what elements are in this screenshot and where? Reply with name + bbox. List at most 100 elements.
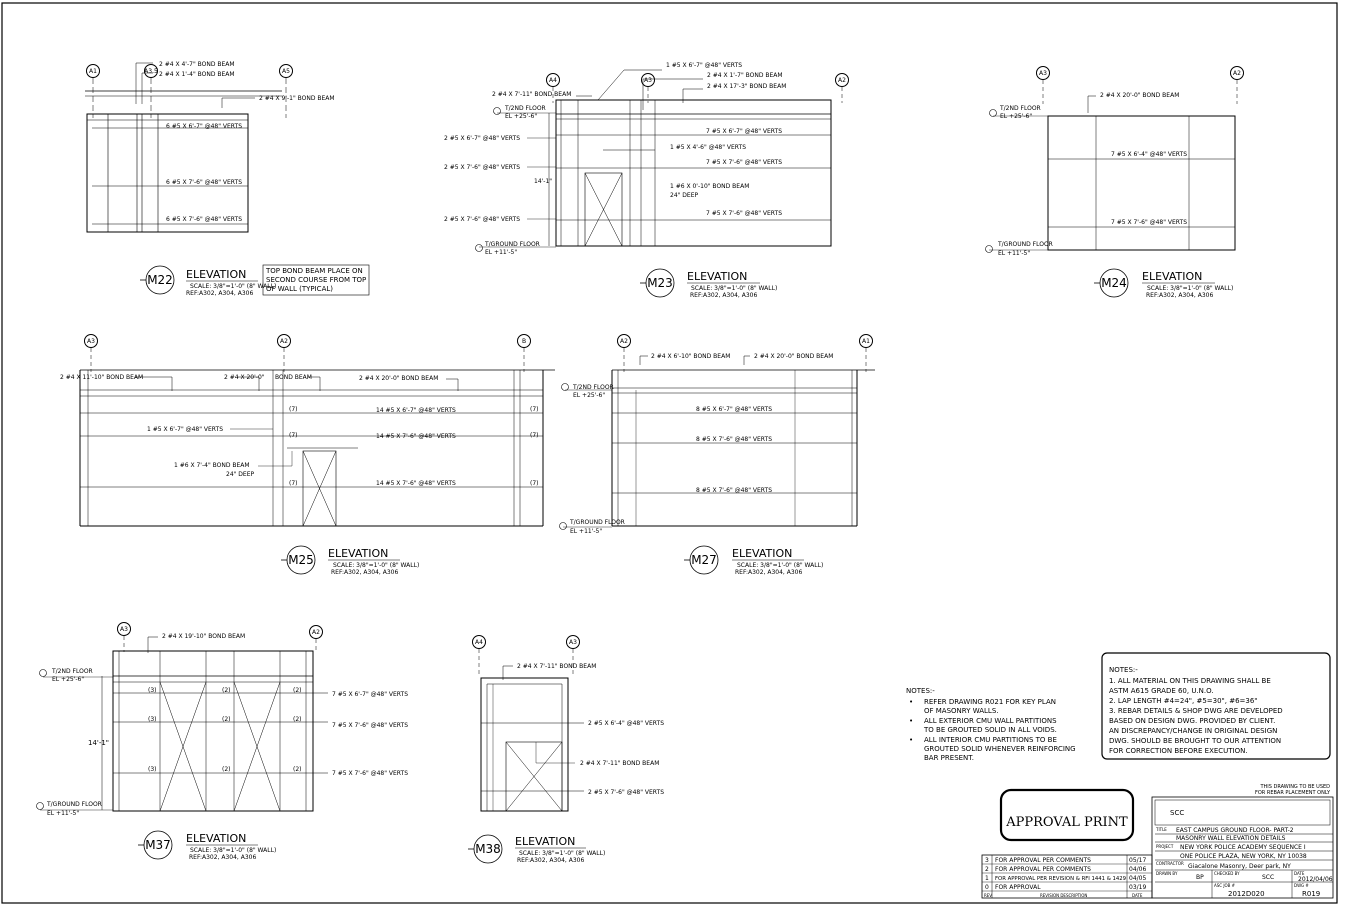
- vert-label: 1 #5 X 6'-7" @48" VERTS: [147, 426, 223, 433]
- bond-beam-label: 2 #4 X 7'-11" BOND BEAM: [580, 760, 659, 767]
- floor-elevation: EL +25'-6": [1000, 113, 1032, 120]
- grid-bubble: A4: [549, 77, 557, 84]
- vert-label: 7 #5 X 7'-6" @48" VERTS: [332, 770, 408, 777]
- elevation-m24: A3 A2 2 #4 X 20'-0" BOND BEAM T/2ND FLOO…: [985, 66, 1244, 299]
- revision-description: FOR APPROVAL PER COMMENTS: [995, 866, 1091, 873]
- bar-count-mark: (2): [222, 766, 231, 773]
- notes-title: NOTES:-: [1109, 666, 1138, 674]
- floor-elevation: EL +11'-5": [570, 528, 602, 535]
- grid-bubble: A1: [862, 338, 870, 345]
- stamp-text: APPROVAL PRINT: [1005, 815, 1128, 830]
- revision-description: FOR APPROVAL PER COMMENTS: [995, 857, 1091, 864]
- elevation-m22: A1 A3.5 A5 2 #4 X 4'-7" BOND BEAM 2 #4 X…: [85, 61, 370, 297]
- ref-label: REF:A302, A304, A306: [189, 854, 256, 861]
- vert-label: 6 #5 X 7'-6" @48" VERTS: [166, 179, 242, 186]
- bar-count-mark: (2): [222, 716, 231, 723]
- vert-label: 7 #5 X 6'-7" @48" VERTS: [706, 128, 782, 135]
- revision-date: 04/05: [1129, 875, 1146, 882]
- scale-label: SCALE: 3/8"=1'-0" (8" WALL): [691, 285, 777, 292]
- bar-count-mark: (3): [148, 687, 157, 694]
- vert-label: 1 #5 X 6'-7" @48" VERTS: [666, 62, 742, 69]
- elevation-id: M25: [288, 553, 314, 567]
- field-label: DATE: [1294, 871, 1305, 876]
- column-header: REVISION DESCRIPTION: [1040, 893, 1087, 898]
- bond-beam-label: BOND BEAM: [275, 374, 312, 381]
- bond-beam-label: 2 #4 X 20'-0" BOND BEAM: [1100, 92, 1179, 99]
- field-label: CONTRACTOR: [1156, 861, 1184, 866]
- bar-count-mark: (7): [530, 480, 539, 487]
- bar-count-mark: (3): [148, 766, 157, 773]
- elevation-id: M22: [147, 273, 173, 287]
- revision-number: 2: [985, 866, 989, 873]
- project-name: NEW YORK POLICE ACADEMY SEQUENCE I: [1180, 844, 1306, 851]
- bond-beam-label: 1 #6 X 7'-4" BOND BEAM: [174, 462, 250, 469]
- drawn-by: BP: [1196, 874, 1204, 881]
- vert-label: 7 #5 X 7'-6" @48" VERTS: [706, 210, 782, 217]
- vert-label: 7 #5 X 6'-4" @48" VERTS: [1111, 151, 1187, 158]
- depth-label: 24" DEEP: [226, 471, 255, 478]
- note-text: OF WALL (TYPICAL): [266, 285, 333, 293]
- note-text: SECOND COURSE FROM TOP: [266, 276, 366, 284]
- note-line: AN DISCREPANCY/CHANGE IN ORIGINAL DESIGN: [1109, 727, 1277, 735]
- vert-label: 6 #5 X 7'-6" @48" VERTS: [166, 216, 242, 223]
- grid-bubble: A5: [282, 68, 290, 75]
- elevation-id: M23: [647, 276, 673, 290]
- note-line: 2. LAP LENGTH #4=24", #5=30", #6=36": [1109, 697, 1258, 705]
- elevation-m27: A2 A1 2 #4 X 6'-10" BOND BEAM 2 #4 X 20'…: [559, 334, 875, 576]
- bond-beam-label: 2 #4 X 6'-10" BOND BEAM: [651, 353, 730, 360]
- bar-count-mark: (7): [530, 406, 539, 413]
- bond-beam-label: 2 #4 X 1'-7" BOND BEAM: [707, 72, 783, 79]
- elevation-id: M27: [691, 553, 717, 567]
- revision-date: 04/06: [1129, 866, 1146, 873]
- grid-bubble: A3.5: [144, 68, 158, 75]
- revision-date: 03/19: [1129, 884, 1146, 891]
- floor-label: T/GROUND FLOOR: [569, 519, 625, 526]
- elevation-title: ELEVATION: [186, 832, 246, 845]
- ref-label: REF:A302, A304, A306: [735, 569, 802, 576]
- ref-label: REF:A302, A304, A306: [186, 290, 253, 297]
- grid-bubble: B: [522, 338, 526, 345]
- ref-label: REF:A302, A304, A306: [690, 292, 757, 299]
- bar-count-mark: (7): [530, 432, 539, 439]
- material-notes: NOTES:- 1. ALL MATERIAL ON THIS DRAWING …: [1101, 652, 1331, 760]
- vert-label: 14 #5 X 6'-7" @48" VERTS: [376, 407, 456, 414]
- elevation-m25: A3 A2 B 2 #4 X 11'-10" BOND BEAM 2 #4 X …: [60, 334, 555, 576]
- bond-beam-label: 2 #4 X 7'-11" BOND BEAM: [517, 663, 596, 670]
- vert-label: 7 #5 X 6'-7" @48" VERTS: [332, 691, 408, 698]
- revision-date: 05/17: [1129, 857, 1146, 864]
- elevation-id: M38: [475, 842, 501, 856]
- scale-label: SCALE: 3/8"=1'-0" (8" WALL): [519, 850, 605, 857]
- floor-elevation: EL +11'-5": [47, 810, 79, 817]
- scale-label: SCALE: 3/8"=1'-0" (8" WALL): [1147, 285, 1233, 292]
- bond-beam-label: 2 #4 X 9'-1" BOND BEAM: [259, 95, 335, 102]
- grid-bubble: A4: [475, 639, 483, 646]
- grid-bubble: A2: [280, 338, 288, 345]
- note-line: 3. REBAR DETAILS & SHOP DWG ARE DEVELOPE…: [1109, 707, 1283, 715]
- floor-elevation: EL +25'-6": [573, 392, 605, 399]
- vert-label: 2 #5 X 6'-4" @48" VERTS: [588, 720, 664, 727]
- note-line: GROUTED SOLID WHENEVER REINFORCING: [924, 745, 1076, 753]
- bond-beam-label: 2 #4 X 17'-3" BOND BEAM: [707, 83, 786, 90]
- bond-beam-label: 1 #6 X 0'-10" BOND BEAM: [670, 183, 749, 190]
- revision-number: 3: [985, 857, 989, 864]
- floor-label: T/2ND FLOOR: [51, 668, 93, 675]
- elevation-title: ELEVATION: [515, 835, 575, 848]
- project-address: ONE POLICE PLAZA, NEW YORK, NY 10038: [1180, 853, 1307, 860]
- column-header: REV: [984, 893, 992, 898]
- ref-label: REF:A302, A304, A306: [1146, 292, 1213, 299]
- dimension-label: 14'-1": [534, 178, 552, 185]
- note-line: 1. ALL MATERIAL ON THIS DRAWING SHALL BE: [1109, 677, 1271, 685]
- grid-bubble: A3: [1039, 70, 1047, 77]
- job-number: 2012D020: [1228, 890, 1265, 898]
- bar-count-mark: (2): [293, 716, 302, 723]
- grid-bubble: A3: [644, 77, 652, 84]
- grid-bubble: A3: [569, 639, 577, 646]
- vert-label: 2 #5 X 7'-6" @48" VERTS: [444, 216, 520, 223]
- elevation-m38: A4 A3 2 #4 X 7'-11" BOND BEAM 2 #5 X 6'-…: [468, 635, 664, 864]
- floor-label: T/2ND FLOOR: [572, 384, 614, 391]
- elevation-title: ELEVATION: [1142, 270, 1202, 283]
- bond-beam-label: 2 #4 X 4'-7" BOND BEAM: [159, 61, 235, 68]
- grid-bubble: A2: [312, 629, 320, 636]
- bar-count-mark: (7): [289, 480, 298, 487]
